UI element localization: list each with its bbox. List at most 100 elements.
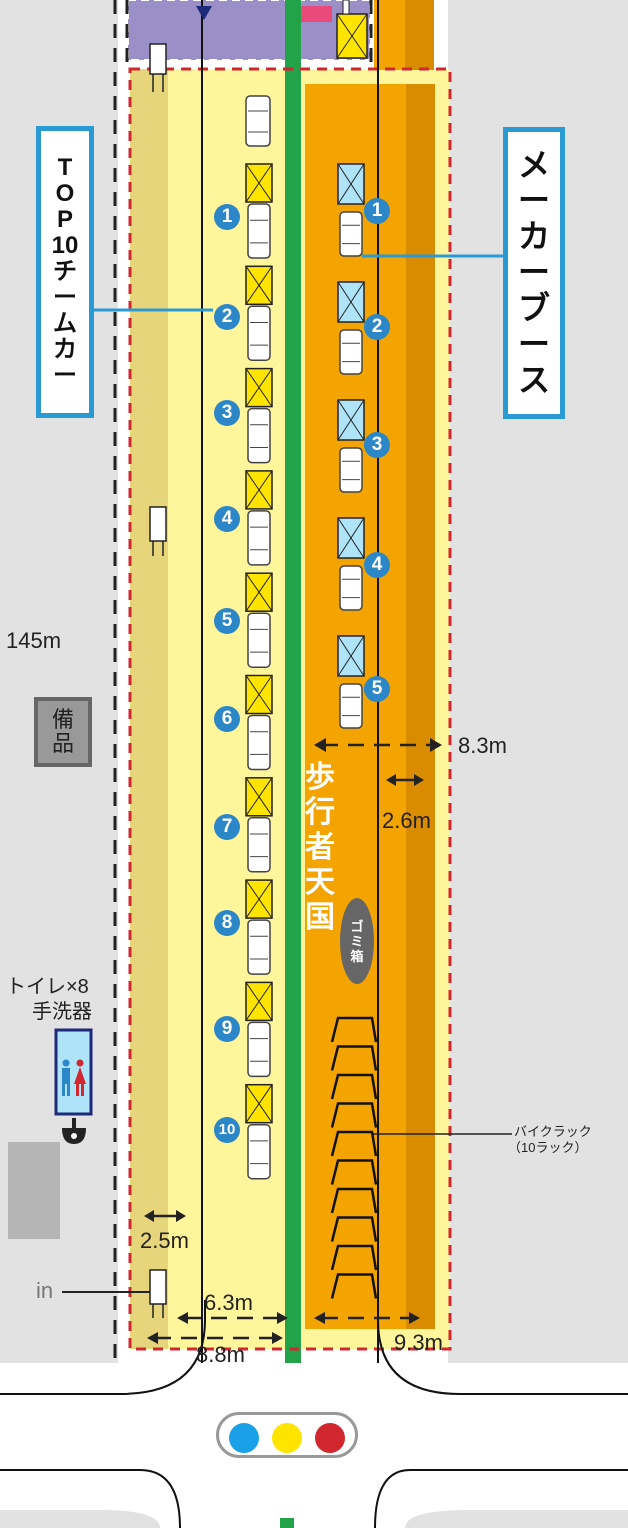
equipment-char: 備 [51, 707, 74, 732]
dimension-145m: 145m [6, 628, 62, 653]
team-number-1: 1 [214, 204, 240, 230]
team-car [247, 1123, 271, 1180]
team-number-4: 4 [214, 506, 240, 532]
team-car [247, 510, 271, 566]
team-number-7: 7 [214, 814, 240, 840]
bike-rack [330, 1187, 378, 1214]
top10-char: ム [53, 309, 77, 337]
maker-char: カ [517, 218, 550, 255]
pedestrian-char: 天 [305, 865, 335, 900]
maker-number-4: 4 [364, 552, 390, 578]
toilet-block [54, 1028, 93, 1116]
team-tent [245, 470, 273, 510]
traffic-light-blue-icon [229, 1423, 259, 1453]
top10-char: O [55, 180, 75, 208]
top-dark-orange-lane [405, 0, 434, 70]
bike-rack [330, 1244, 378, 1271]
traffic-light-red-icon [315, 1423, 345, 1453]
maker-char: ー [517, 182, 550, 219]
left-lot [8, 1142, 60, 1239]
maker-car [339, 683, 363, 729]
maker-number-1: 1 [364, 198, 390, 224]
bike-rack [330, 1159, 378, 1185]
maker-car [339, 329, 363, 375]
dark-orange-strip [406, 84, 435, 1329]
entrance-label: in [36, 1278, 54, 1303]
team-tent [245, 572, 273, 612]
maker-car [339, 447, 363, 493]
bike-rack [330, 1016, 378, 1043]
team-tent [245, 1083, 273, 1124]
team-tent [245, 981, 273, 1022]
khaki-strip [130, 69, 168, 1349]
maker-car [339, 211, 363, 257]
dimension-6-3m: 6.3m [204, 1290, 253, 1315]
maker-tent [337, 281, 365, 323]
event-boundary [128, 67, 452, 1351]
maker-number-2: 2 [364, 314, 390, 340]
team-car [247, 1021, 271, 1078]
maker-char: ス [517, 361, 550, 398]
maker-number-3: 3 [364, 432, 390, 458]
sign-post-middle [149, 506, 167, 556]
maker-number-5: 5 [364, 676, 390, 702]
maker-tent [337, 399, 365, 441]
handwash-label: 手洗器 [32, 1001, 92, 1023]
team-car [247, 714, 271, 771]
maker-tent [337, 163, 365, 205]
team-tent [245, 265, 273, 306]
trash-char: ゴ [350, 918, 364, 934]
team-number-9: 9 [214, 1016, 240, 1042]
trash-bin: ゴ ミ 箱 [340, 898, 374, 984]
pedestrian-char: 歩 [305, 760, 335, 795]
maker-char: メ [517, 146, 550, 183]
team-car [247, 919, 271, 975]
toilet-label: トイレ×8 [6, 976, 89, 998]
team-number-2: 2 [214, 304, 240, 330]
team-car [245, 95, 271, 147]
team-car [247, 407, 271, 464]
hand-wash-icon [62, 1118, 86, 1144]
pedestrian-paradise-label: 歩 行 者 天 国 [303, 760, 337, 935]
top10-char: ー [53, 361, 77, 389]
bike-rack [330, 1273, 378, 1299]
bike-rack [330, 1045, 378, 1071]
maker-char: ー [517, 325, 550, 362]
bike-rack [330, 1216, 378, 1242]
top10-char: 10 [51, 232, 79, 260]
pedestrian-char: 国 [305, 900, 335, 935]
trash-char: 箱 [350, 948, 364, 964]
team-number-5: 5 [214, 608, 240, 634]
team-tent [245, 367, 273, 408]
bike-rack [330, 1102, 378, 1128]
team-tent [245, 879, 273, 919]
dimension-2-6m: 2.6m [382, 808, 431, 833]
top-pink-block [298, 6, 332, 22]
bike-rack-label: バイクラック [514, 1124, 592, 1139]
green-center-line [285, 0, 301, 1363]
team-car [247, 817, 271, 873]
dimension-8-8m: 8.8m [196, 1342, 245, 1367]
team-car [247, 203, 271, 259]
maker-car [339, 565, 363, 611]
maker-tent [337, 517, 365, 559]
traffic-signal [216, 1412, 358, 1458]
top-yellow-tent [336, 0, 368, 59]
team-tent [245, 777, 273, 817]
maker-booth-box: メ ー カ ー ブ ー ス [503, 127, 565, 419]
top10-team-car-box: T O P 10 チ ー ム カ ー [36, 126, 94, 418]
team-number-6: 6 [214, 706, 240, 732]
equipment-box: 備 品 [34, 697, 92, 767]
team-car [247, 305, 271, 362]
maker-char: ブ [517, 289, 550, 326]
bike-rack [330, 1130, 378, 1157]
team-number-3: 3 [214, 400, 240, 426]
dimension-2-5m: 2.5m [140, 1228, 189, 1253]
equipment-char: 品 [51, 731, 74, 756]
sign-post-top [149, 43, 167, 92]
bike-racks [330, 1016, 378, 1299]
traffic-light-yellow-icon [272, 1423, 302, 1453]
top10-char: ー [53, 283, 77, 311]
bike-rack [330, 1073, 378, 1100]
